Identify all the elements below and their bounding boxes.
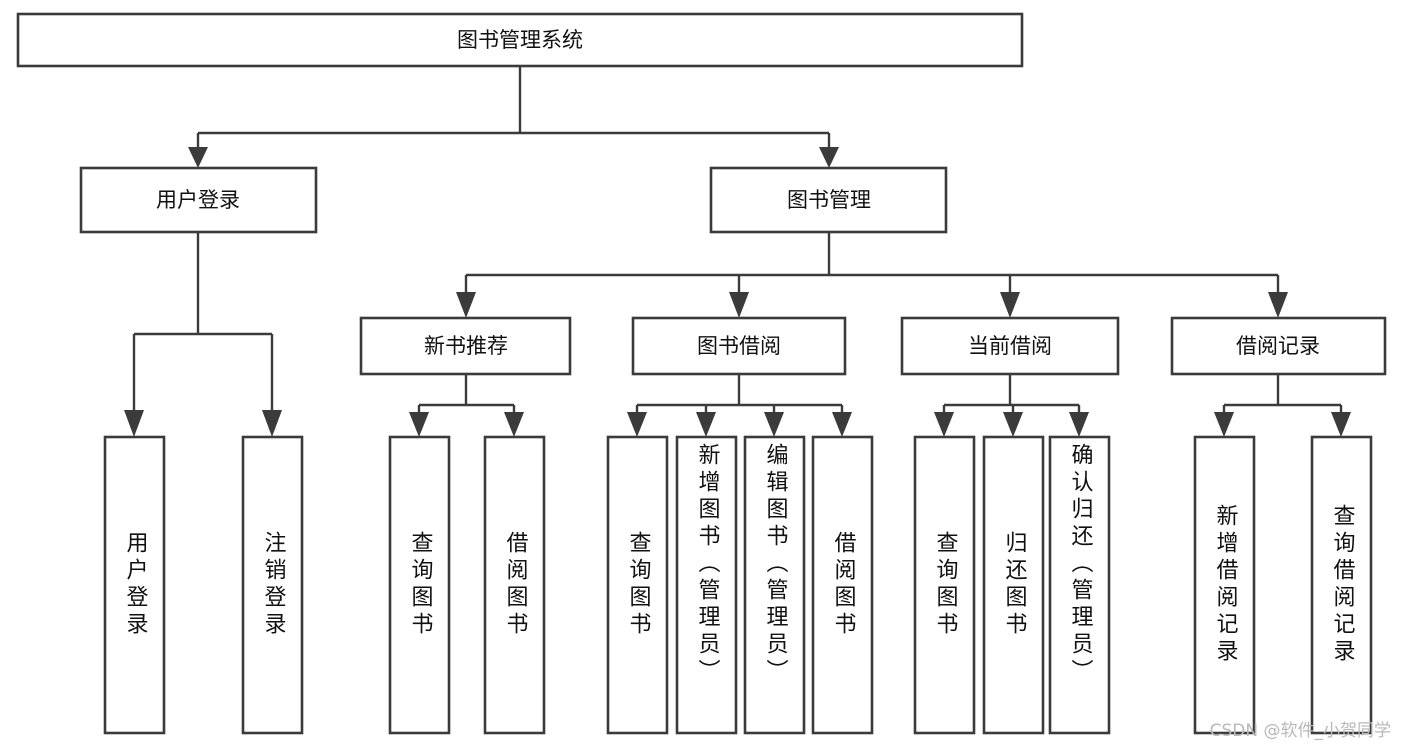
arrow-head-user-login <box>188 147 208 168</box>
node-user-login-label: 用户登录 <box>156 188 240 212</box>
node-current-borrow-box[interactable] <box>900 316 1120 376</box>
node-book-management[interactable]: 图书管理 <box>709 166 948 234</box>
leaf-box-logout[interactable] <box>241 435 304 735</box>
arrow-head-book-mgmt <box>819 147 839 168</box>
node-borrow-records-label: 借阅记录 <box>1236 334 1320 358</box>
leaf-box-br-edit-book[interactable] <box>743 435 806 735</box>
edge-group-user-login <box>124 232 282 437</box>
node-book-borrow-box[interactable] <box>631 316 847 376</box>
node-current-borrow-label: 当前借阅 <box>968 334 1052 358</box>
arrow-head-rec-query-record <box>1331 412 1351 437</box>
edge-group-book-mgmt <box>456 232 1288 318</box>
leaf-box-rec-query-record[interactable] <box>1310 435 1373 735</box>
node-user-login[interactable]: 用户登录 <box>79 166 318 234</box>
arrow-head-cur-return-book <box>1003 412 1023 437</box>
arrow-head-borrow <box>729 292 749 318</box>
node-root[interactable]: 图书管理系统 <box>16 12 1024 68</box>
leaf-box-br-add-book[interactable] <box>675 435 738 735</box>
leaf-box-br-borrow-book[interactable] <box>811 435 874 735</box>
node-user-login-box[interactable] <box>79 166 318 234</box>
arrow-head-rec-add-record <box>1214 412 1234 437</box>
arrow-head-br-borrow-book <box>832 412 852 437</box>
csdn-watermark: CSDN @软件_小贺同学 <box>1209 721 1391 741</box>
leaf-box-cur-query-book[interactable] <box>913 435 976 735</box>
leaf-box-rec-add-record[interactable] <box>1193 435 1256 735</box>
node-book-borrow[interactable]: 图书借阅 <box>631 316 847 376</box>
arrow-head-records <box>1268 292 1288 318</box>
node-root-box[interactable] <box>16 12 1024 68</box>
leaf-box-cur-confirm-return[interactable] <box>1048 435 1111 735</box>
leaf-box-nb-query-book[interactable] <box>388 435 451 735</box>
edge-group-current <box>934 374 1089 437</box>
leaf-box-br-query-book[interactable] <box>606 435 669 735</box>
leaf-box-user-login[interactable] <box>103 435 166 735</box>
node-borrow-records-box[interactable] <box>1170 316 1387 376</box>
node-book-management-box[interactable] <box>709 166 948 234</box>
leaf-box-nb-borrow-book[interactable] <box>483 435 546 735</box>
edge-group-borrow <box>627 374 852 437</box>
arrow-head-cur-confirm-return <box>1069 412 1089 437</box>
arrow-head-br-query-book <box>627 412 647 437</box>
arrow-head-current <box>1000 292 1020 318</box>
arrow-head-leaf-user-login <box>124 410 144 437</box>
arrow-head-nb-query-book <box>409 412 429 437</box>
arrow-head-new-books <box>456 292 476 318</box>
node-root-label: 图书管理系统 <box>457 28 583 52</box>
node-new-book-recommend[interactable]: 新书推荐 <box>359 316 572 376</box>
leaf-box-cur-return-book[interactable] <box>982 435 1045 735</box>
arrow-head-br-add-book <box>696 412 716 437</box>
node-book-borrow-label: 图书借阅 <box>697 334 781 358</box>
edge-group-records <box>1214 374 1351 437</box>
node-borrow-records[interactable]: 借阅记录 <box>1170 316 1387 376</box>
arrow-head-nb-borrow-book <box>504 412 524 437</box>
arrow-head-leaf-logout <box>262 410 282 437</box>
node-book-management-label: 图书管理 <box>787 188 871 212</box>
arrow-head-cur-query-book <box>934 412 954 437</box>
leaf-box-group <box>103 435 1373 735</box>
node-new-book-recommend-box[interactable] <box>359 316 572 376</box>
edge-group-root <box>188 66 839 168</box>
node-new-book-recommend-label: 新书推荐 <box>424 334 508 358</box>
node-current-borrow[interactable]: 当前借阅 <box>900 316 1120 376</box>
arrow-head-br-edit-book <box>764 412 784 437</box>
edge-group-new-books <box>409 374 524 437</box>
